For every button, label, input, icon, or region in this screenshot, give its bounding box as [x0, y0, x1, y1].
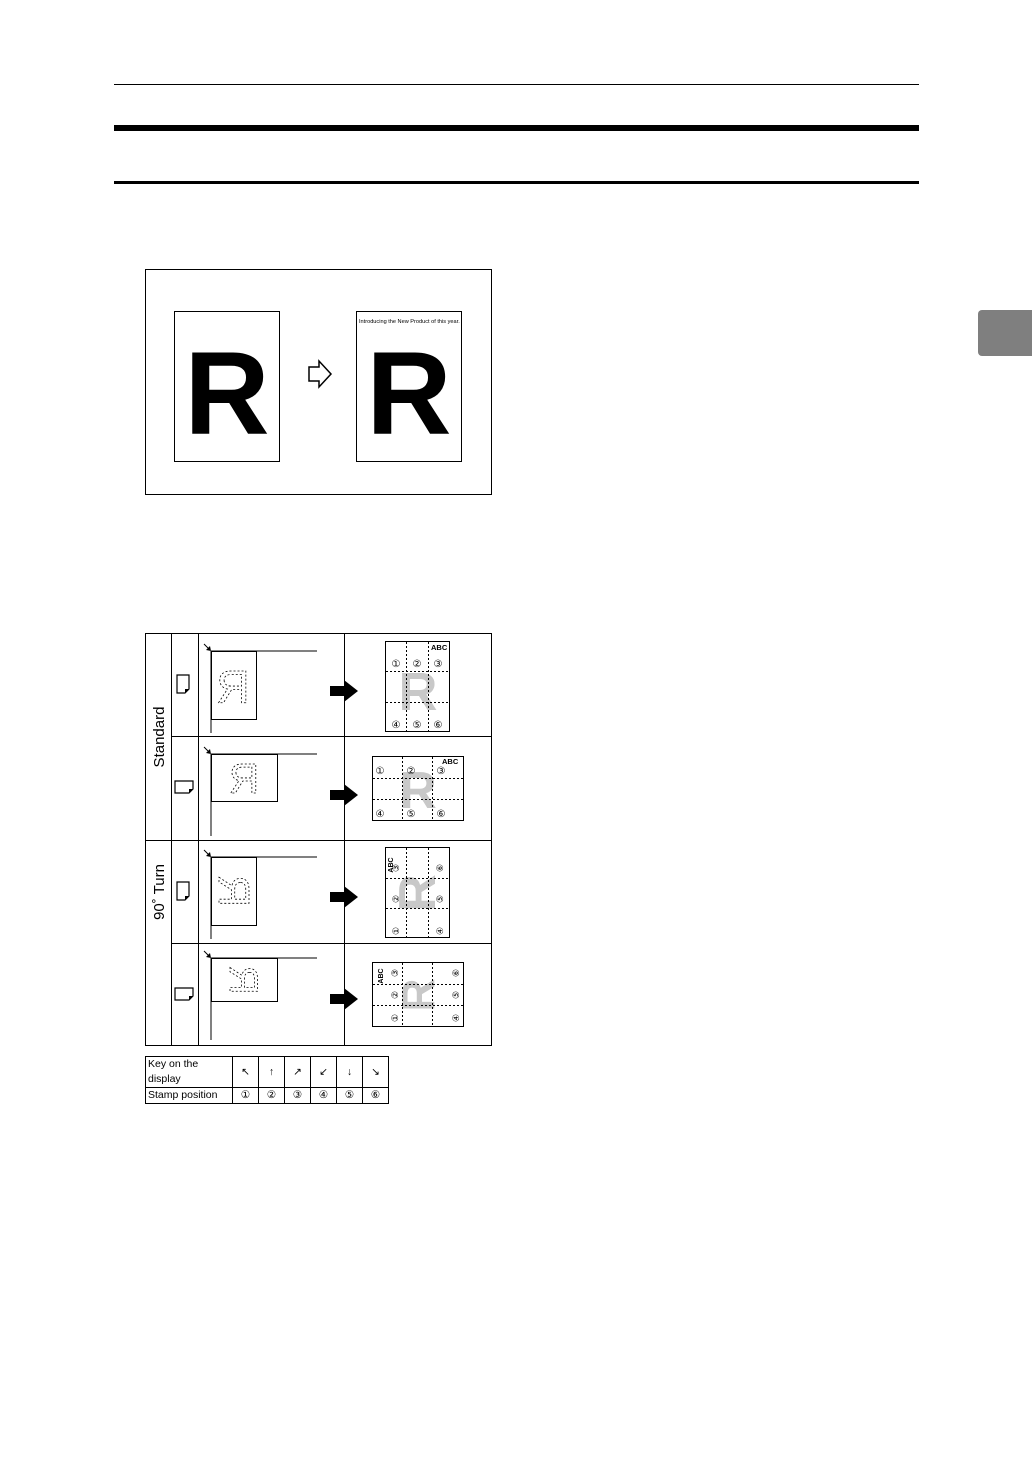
position-3: ③ — [434, 659, 443, 670]
stamp-label: ABC — [431, 643, 448, 652]
position-3: ③ — [437, 766, 446, 777]
position-5: ⑤ — [407, 809, 416, 820]
position-4: ④ — [392, 720, 401, 731]
key-row: Key on the display ↖ ↑ ↗ ↙ ↓ ↘ — [146, 1057, 389, 1088]
position-cell: ① — [233, 1088, 259, 1104]
key-down-left-icon: ↙ — [311, 1057, 337, 1088]
position-2: ② — [391, 895, 401, 903]
section-rule-top — [114, 125, 919, 131]
chapter-tab — [978, 310, 1032, 356]
position-5: ⑤ — [413, 720, 422, 731]
position-5: ⑤ — [435, 895, 445, 903]
mirrored-letter: Я — [209, 875, 258, 907]
stamp-position-diagram: Standard 90˚ Turn Я R ABC ① ② ③ ④ ⑤ ⑥ Я — [145, 633, 493, 1048]
position-3: ③ — [391, 864, 401, 872]
stamp-text: Introducing the New Product of this year… — [359, 319, 460, 325]
position-5: ⑤ — [451, 991, 461, 999]
position-row: Stamp position ① ② ③ ④ ⑤ ⑥ — [146, 1088, 389, 1104]
key-up-icon: ↑ — [259, 1057, 285, 1088]
position-2: ② — [407, 766, 416, 777]
position-2: ② — [413, 659, 422, 670]
position-1: ① — [391, 927, 401, 935]
ghost-letter: R — [399, 762, 437, 820]
position-cell: ② — [259, 1088, 285, 1104]
stamp-label: ABC — [442, 757, 459, 766]
mirrored-letter: Я — [216, 661, 249, 713]
key-position-table: Key on the display ↖ ↑ ↗ ↙ ↓ ↘ Stamp pos… — [145, 1056, 389, 1104]
key-down-right-icon: ↘ — [363, 1057, 389, 1088]
position-6: ⑥ — [437, 809, 446, 820]
group-label-standard: Standard — [151, 707, 168, 768]
key-up-right-icon: ↗ — [285, 1057, 311, 1088]
key-row-label: Key on the display — [146, 1057, 233, 1088]
position-6: ⑥ — [435, 864, 445, 872]
key-down-icon: ↓ — [337, 1057, 363, 1088]
landscape-orientation-icon — [175, 781, 193, 793]
position-1: ① — [390, 1014, 400, 1022]
original-letter: R — [184, 328, 269, 460]
position-2: ② — [390, 991, 400, 999]
position-cell: ④ — [311, 1088, 337, 1104]
position-1: ① — [392, 659, 401, 670]
position-6: ⑥ — [434, 720, 443, 731]
mirrored-letter: Я — [229, 755, 259, 802]
portrait-orientation-icon — [177, 675, 189, 693]
position-cell: ⑥ — [363, 1088, 389, 1104]
position-cell: ⑤ — [337, 1088, 363, 1104]
landscape-orientation-icon — [175, 988, 193, 1000]
stamp-text-illustration: R Introducing the New Product of this ye… — [145, 269, 493, 497]
position-6: ⑥ — [451, 969, 461, 977]
position-4: ④ — [435, 927, 445, 935]
position-4: ④ — [376, 809, 385, 820]
stamped-letter: R — [366, 328, 451, 460]
section-rule-bottom — [114, 181, 919, 184]
mirrored-letter: Я — [221, 966, 265, 995]
header-rule — [114, 84, 919, 85]
position-1: ① — [376, 766, 385, 777]
stamp-label: ABC — [378, 968, 385, 983]
portrait-orientation-icon — [177, 882, 189, 900]
key-up-left-icon: ↖ — [233, 1057, 259, 1088]
position-4: ④ — [451, 1014, 461, 1022]
position-cell: ③ — [285, 1088, 311, 1104]
position-row-label: Stamp position — [146, 1088, 233, 1104]
ghost-letter: R — [389, 874, 447, 912]
position-3: ③ — [390, 969, 400, 977]
group-label-90-turn: 90˚ Turn — [151, 864, 168, 920]
